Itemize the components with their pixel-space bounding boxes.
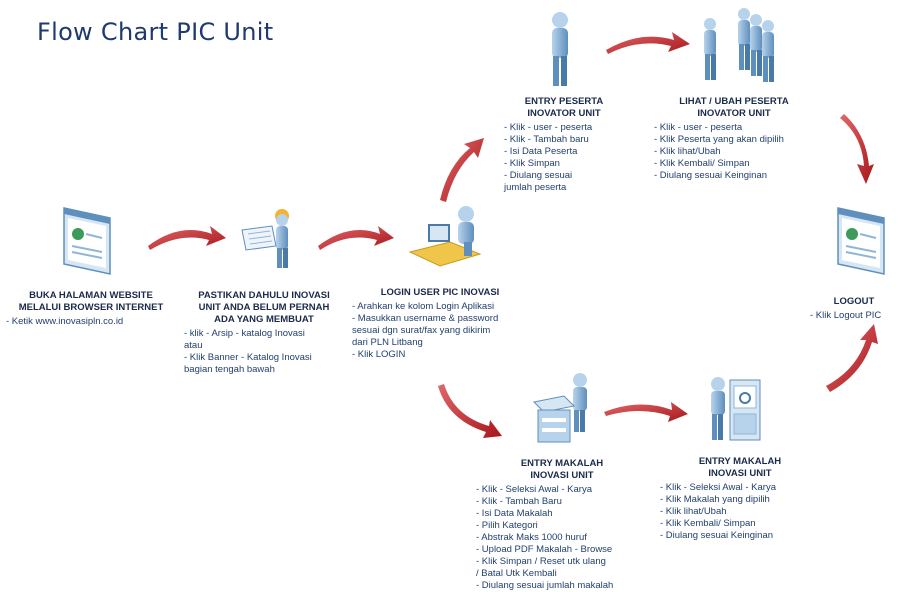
step-item: - Arahkan ke kolom Login Aplikasi [352,301,495,312]
node-title: LOGOUT [833,296,875,307]
node-steps: - Arahkan ke kolom Login Aplikasi - Masu… [352,301,528,361]
step-item: - Diulang sesuai jumlah peserta [504,170,573,193]
step-item: - Klik - user - peserta [654,122,743,133]
step-item: - Diulang sesuai jumlah makalah [476,580,614,591]
single-person-icon [552,12,568,86]
person-at-printer-icon [532,373,587,443]
node-buka-halaman: BUKA HALAMAN WEBSITE MELALUI BROWSER INT… [6,290,176,328]
node-title: ENTRY MAKALAH INOVASI UNIT [698,456,782,479]
step-item: - Abstrak Maks 1000 huruf [476,532,587,543]
browser-window-icon [837,207,885,275]
node-lihat-peserta: LIHAT / UBAH PESERTA INOVATOR UNIT - Kli… [654,96,814,182]
node-steps: - Klik - Seleksi Awal - Karya - Klik Mak… [660,482,820,542]
node-title: ENTRY PESERTA INOVATOR UNIT [524,96,604,119]
step-item: - Klik - Tambah Baru [476,496,562,507]
node-steps: - Klik Logout PIC [810,310,898,322]
user-at-computer-icon [408,206,482,267]
step-item: - Ketik www.inovasipln.co.id [6,316,124,327]
arrow-lihat-to-logout [840,114,874,184]
node-login: LOGIN USER PIC INOVASI - Arahkan ke kolo… [352,287,528,361]
step-item: - Isi Data Peserta [504,146,578,157]
node-steps: - Ketik www.inovasipln.co.id [6,316,176,328]
step-item: - Klik LOGIN [352,349,406,360]
step-item: - Klik - Seleksi Awal - Karya [476,484,592,495]
node-steps: - klik - Arsip - katalog Inovasi atau - … [184,328,344,376]
group-of-people-icon [704,8,774,82]
step-item: - klik - Arsip - katalog Inovasi atau [184,328,305,351]
arrow-entry-makalah-to-entry-makalah-2 [604,402,688,422]
node-pastikan: PASTIKAN DAHULU INOVASI UNIT ANDA BELUM … [184,290,344,376]
step-item: - Klik lihat/Ubah [654,146,721,157]
node-steps: - Klik - user - peserta - Klik - Tambah … [504,122,624,194]
step-item: - Klik - Tambah baru [504,134,589,145]
node-title: PASTIKAN DAHULU INOVASI UNIT ANDA BELUM … [198,290,330,325]
arrow-entry-makalah-2-to-logout [826,324,878,392]
worker-reading-plan-icon [241,209,289,268]
step-item: - Klik Peserta yang akan dipilih [654,134,784,145]
step-item: - Klik - Seleksi Awal - Karya [660,482,776,493]
step-item: - Diulang sesuai Keinginan [654,170,768,181]
step-item: - Klik Banner - Katalog Inovasi bagian t… [184,352,312,375]
node-logout: LOGOUT - Klik Logout PIC [810,296,898,322]
browser-window-icon [63,207,111,275]
node-entry-makalah: ENTRY MAKALAH INOVASI UNIT - Klik - Sele… [476,458,648,592]
step-item: - Klik Kembali/ Simpan [660,518,756,529]
arrow-login-to-entry-makalah [438,384,502,438]
step-item: - Klik Simpan [504,158,560,169]
step-item: - Upload PDF Makalah - Browse [476,544,613,555]
node-title: LOGIN USER PIC INOVASI [380,287,500,298]
step-item: - Klik Simpan / Reset utk ulang / Batal … [476,556,606,579]
step-item: - Isi Data Makalah [476,508,553,519]
node-steps: - Klik - Seleksi Awal - Karya - Klik - T… [476,484,648,592]
step-item: - Pilih Kategori [476,520,538,531]
node-title: BUKA HALAMAN WEBSITE MELALUI BROWSER INT… [18,290,164,313]
node-steps: - Klik - user - peserta - Klik Peserta y… [654,122,814,182]
node-entry-peserta: ENTRY PESERTA INOVATOR UNIT - Klik - use… [504,96,624,194]
step-item: - Klik Logout PIC [810,310,882,321]
arrow-pastikan-to-login [318,226,394,250]
step-item: - Diulang sesuai Keinginan [660,530,774,541]
node-entry-makalah-2: ENTRY MAKALAH INOVASI UNIT - Klik - Sele… [660,456,820,542]
node-title: LIHAT / UBAH PESERTA INOVATOR UNIT [679,96,789,119]
step-item: - Klik lihat/Ubah [660,506,727,517]
step-item: - Klik - user - peserta [504,122,593,133]
step-item: - Klik Kembali/ Simpan [654,158,750,169]
node-title: ENTRY MAKALAH INOVASI UNIT [520,458,604,481]
step-item: - Masukkan username & password sesuai dg… [352,313,499,348]
arrow-buka-to-pastikan [148,226,226,250]
page-title: Flow Chart PIC Unit [37,18,274,46]
arrow-login-to-entry-peserta [440,138,484,202]
person-at-cabinet-icon [711,377,761,441]
arrow-entry-peserta-to-lihat [606,32,690,54]
step-item: - Klik Makalah yang dipilih [660,494,770,505]
